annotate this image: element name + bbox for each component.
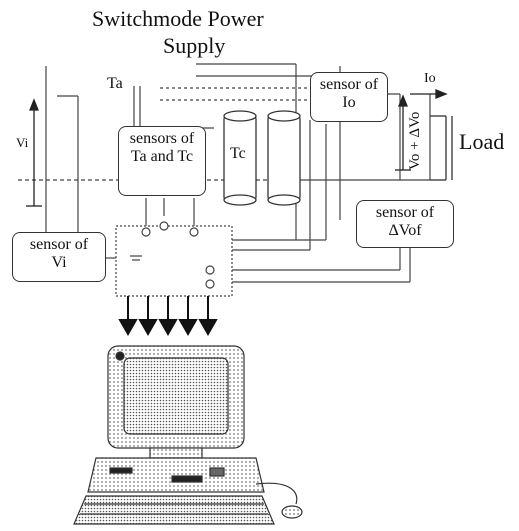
- capacitor-bank: [223, 110, 301, 206]
- sensor-dvof-line-1: sensor of: [375, 204, 435, 221]
- title-line-1: Switchmode Power: [92, 6, 264, 31]
- tc-label: Tc: [230, 145, 246, 162]
- vo-arrow-icon: [395, 94, 411, 171]
- acquisition-board: [115, 221, 233, 297]
- sensor-io-box: sensor of Io: [310, 72, 388, 122]
- vi-arrow-icon: [26, 98, 42, 207]
- sensor-ta-tc-box: sensors of Ta and Tc: [118, 126, 206, 196]
- sensor-dvof-line-2: ΔVof: [388, 222, 422, 240]
- sensor-vi-line-1: sensor of: [29, 236, 89, 253]
- vout-label: Vo + ΔVo: [407, 111, 423, 170]
- title-line-2: Supply: [163, 33, 226, 58]
- sensor-dvof-box: sensor of ΔVof: [356, 200, 454, 248]
- sensor-vi-line-2: Vi: [51, 254, 67, 272]
- vi-label: Vi: [16, 135, 29, 150]
- io-label: Io: [424, 71, 436, 86]
- load-label: Load: [459, 129, 505, 154]
- down-arrow-icon: [118, 296, 218, 337]
- computer-icon: [73, 345, 275, 525]
- sensor-vi-box: sensor of Vi: [12, 232, 106, 282]
- sensor-ta-tc-line-1: sensors of: [129, 130, 195, 147]
- io-arrow-icon: [410, 89, 448, 99]
- ta-label: Ta: [107, 75, 123, 92]
- sensor-ta-tc-line-2: Ta and Tc: [130, 148, 194, 166]
- mouse-icon: [255, 482, 303, 519]
- load-block: [430, 115, 453, 181]
- sensor-io-line-2: Io: [342, 94, 356, 112]
- sensor-io-line-1: sensor of: [319, 76, 379, 93]
